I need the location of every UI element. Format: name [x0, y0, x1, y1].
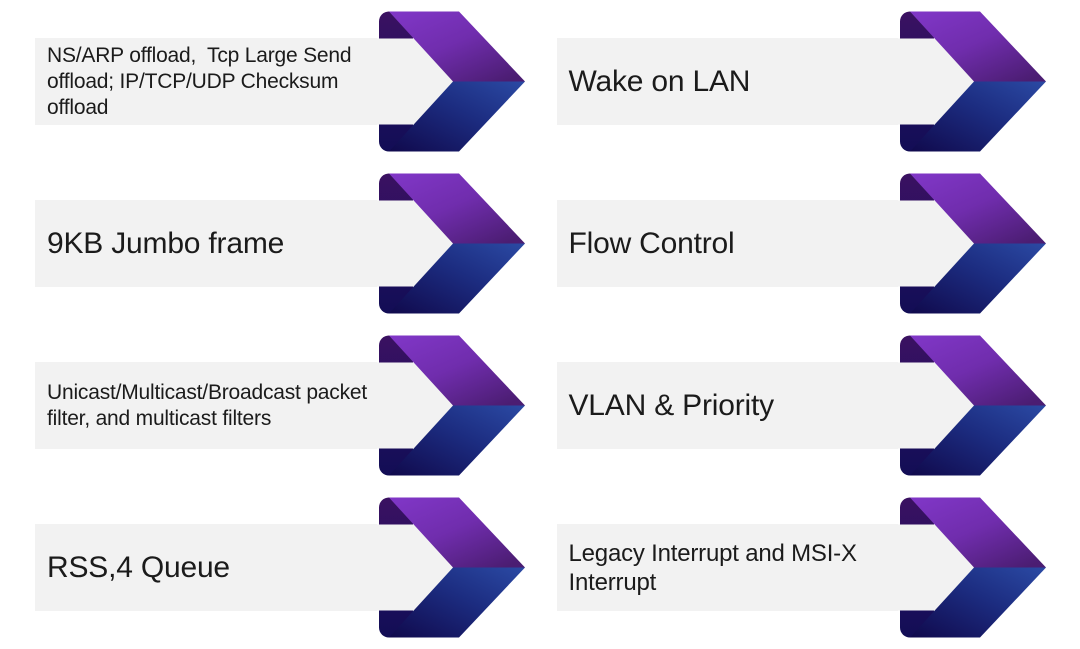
feature-box: Legacy Interrupt and MSI-X Interrupt: [556, 524, 898, 611]
feature-box: Unicast/Multicast/Broadcast packet filte…: [35, 362, 377, 449]
feature-item-vlan-priority: VLAN & Priority: [556, 325, 1048, 487]
feature-item-jumbo-frame: 9KB Jumbo frame: [35, 163, 526, 325]
feature-box: RSS,4 Queue: [35, 524, 377, 611]
chevron-arrow-icon: [896, 11, 1046, 152]
chevron-arrow-icon: [374, 335, 525, 476]
feature-box: Wake on LAN: [556, 38, 898, 125]
feature-box: NS/ARP offload, Tcp Large Send offload; …: [35, 38, 377, 125]
feature-item-flow-control: Flow Control: [556, 163, 1048, 325]
chevron-arrow-icon: [374, 173, 525, 314]
feature-item-offloads: NS/ARP offload, Tcp Large Send offload; …: [35, 1, 526, 163]
feature-label: Legacy Interrupt and MSI-X Interrupt: [568, 539, 864, 596]
feature-item-rss-queue: RSS,4 Queue: [35, 487, 526, 649]
chevron-arrow-icon: [374, 497, 525, 638]
chevron-arrow-icon: [896, 173, 1046, 314]
feature-box: 9KB Jumbo frame: [35, 200, 377, 287]
feature-label: 9KB Jumbo frame: [47, 226, 285, 260]
feature-box: Flow Control: [556, 200, 898, 287]
feature-label: Wake on LAN: [568, 64, 751, 98]
feature-label: Flow Control: [568, 226, 735, 260]
chevron-arrow-icon: [896, 335, 1046, 476]
feature-label: Unicast/Multicast/Broadcast packet filte…: [47, 380, 373, 430]
feature-box: VLAN & Priority: [556, 362, 898, 449]
feature-item-interrupts: Legacy Interrupt and MSI-X Interrupt: [556, 487, 1048, 649]
chevron-arrow-icon: [374, 11, 525, 152]
feature-item-wake-on-lan: Wake on LAN: [556, 1, 1048, 163]
chevron-arrow-icon: [896, 497, 1046, 638]
feature-label: NS/ARP offload, Tcp Large Send offload; …: [47, 43, 357, 119]
feature-label: RSS,4 Queue: [47, 550, 230, 584]
feature-label: VLAN & Priority: [568, 388, 775, 422]
feature-item-packet-filters: Unicast/Multicast/Broadcast packet filte…: [35, 325, 526, 487]
